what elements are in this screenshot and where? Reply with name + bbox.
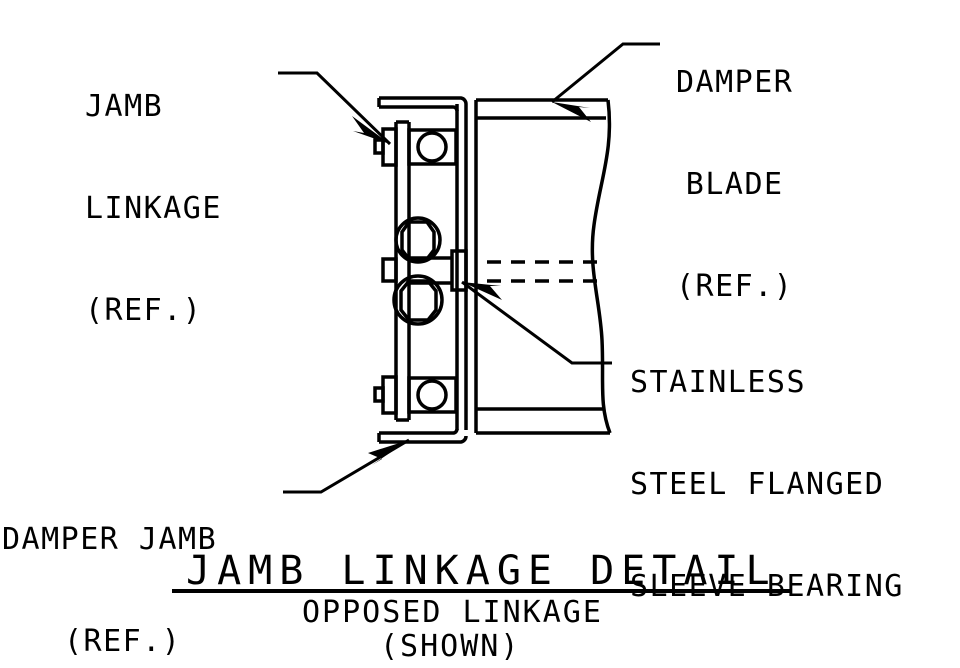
lower-link-arm-plate <box>407 376 458 414</box>
callout-damper-blade-line1: DAMPER <box>676 65 794 100</box>
lower-nut-washer <box>392 274 444 326</box>
callout-jamb-linkage-line3: (REF.) <box>85 293 203 328</box>
upper-link-arm-plate <box>407 128 458 166</box>
jamb-bottom-flange-inner <box>379 428 459 435</box>
drawing-title: JAMB LINKAGE DETAIL <box>186 548 777 594</box>
callout-damper-blade: DAMPER BLADE (REF.) <box>676 0 793 372</box>
jamb-top-flange-outer <box>379 96 468 105</box>
jamb-linkage-bar <box>394 120 411 422</box>
callout-sleeve-bearing-line1: STAINLESS <box>630 365 807 400</box>
upper-bolt-shank <box>373 138 385 155</box>
callout-damper-jamb-line1: DAMPER JAMB <box>2 522 218 557</box>
center-axle-assembly <box>381 216 468 326</box>
axle-left-stub <box>381 257 398 283</box>
callout-jamb-linkage-line1: JAMB <box>85 89 164 124</box>
leader-jamb-linkage <box>278 71 392 146</box>
blade-break-line <box>590 99 612 434</box>
lower-hex-nut <box>399 279 438 322</box>
lower-bolt-shank <box>373 386 385 403</box>
callout-damper-blade-line2: BLADE <box>685 167 784 202</box>
leader-sleeve-bearing-line <box>461 280 612 365</box>
callout-sleeve-bearing: STAINLESS STEEL FLANGED SLEEVE BEARING (… <box>630 298 904 668</box>
damper-blade-group <box>474 98 612 435</box>
jamb-bottom-flange-outer <box>379 435 468 444</box>
drawing-subtitle-line1: OPPOSED LINKAGE <box>302 595 603 630</box>
lower-bolt-head <box>381 375 398 415</box>
leader-damper-blade-arrowhead <box>552 102 591 122</box>
sleeve-bearing-flange <box>450 249 468 292</box>
callout-damper-blade-line3: (REF.) <box>676 269 794 304</box>
upper-linkage-fastener <box>373 127 458 167</box>
upper-link-arm-bushing <box>416 131 448 163</box>
leader-jamb-linkage-arrowhead <box>352 116 390 144</box>
leader-damper-jamb-arrowhead <box>368 440 409 465</box>
hidden-bore-centerlines-dashed <box>487 260 598 283</box>
callout-jamb-linkage-line2: LINKAGE <box>85 191 222 226</box>
callout-sleeve-bearing-line2: STEEL FLANGED <box>630 467 885 502</box>
leader-jamb-linkage-line <box>278 71 392 146</box>
callout-jamb-linkage: JAMB LINKAGE (REF.) <box>85 22 222 396</box>
upper-bolt-head <box>381 127 398 167</box>
lower-linkage-fastener <box>373 375 458 415</box>
jamb-top-flange-inner <box>379 105 459 112</box>
upper-hex-nut <box>400 220 436 261</box>
callout-damper-jamb: DAMPER JAMB (REF.) <box>2 455 217 668</box>
leader-damper-blade <box>551 42 660 104</box>
callout-damper-jamb-line2: (REF.) <box>64 624 182 659</box>
leader-sleeve-bearing <box>461 280 612 365</box>
upper-nut-washer <box>394 216 442 264</box>
drawing-subtitle-line2: (SHOWN) <box>380 629 521 664</box>
callout-sleeve-bearing-line3: SLEEVE BEARING <box>630 569 904 604</box>
leader-sleeve-bearing-arrowhead <box>462 282 502 300</box>
lower-link-arm-bushing <box>416 379 448 411</box>
leader-damper-blade-line <box>551 42 660 104</box>
